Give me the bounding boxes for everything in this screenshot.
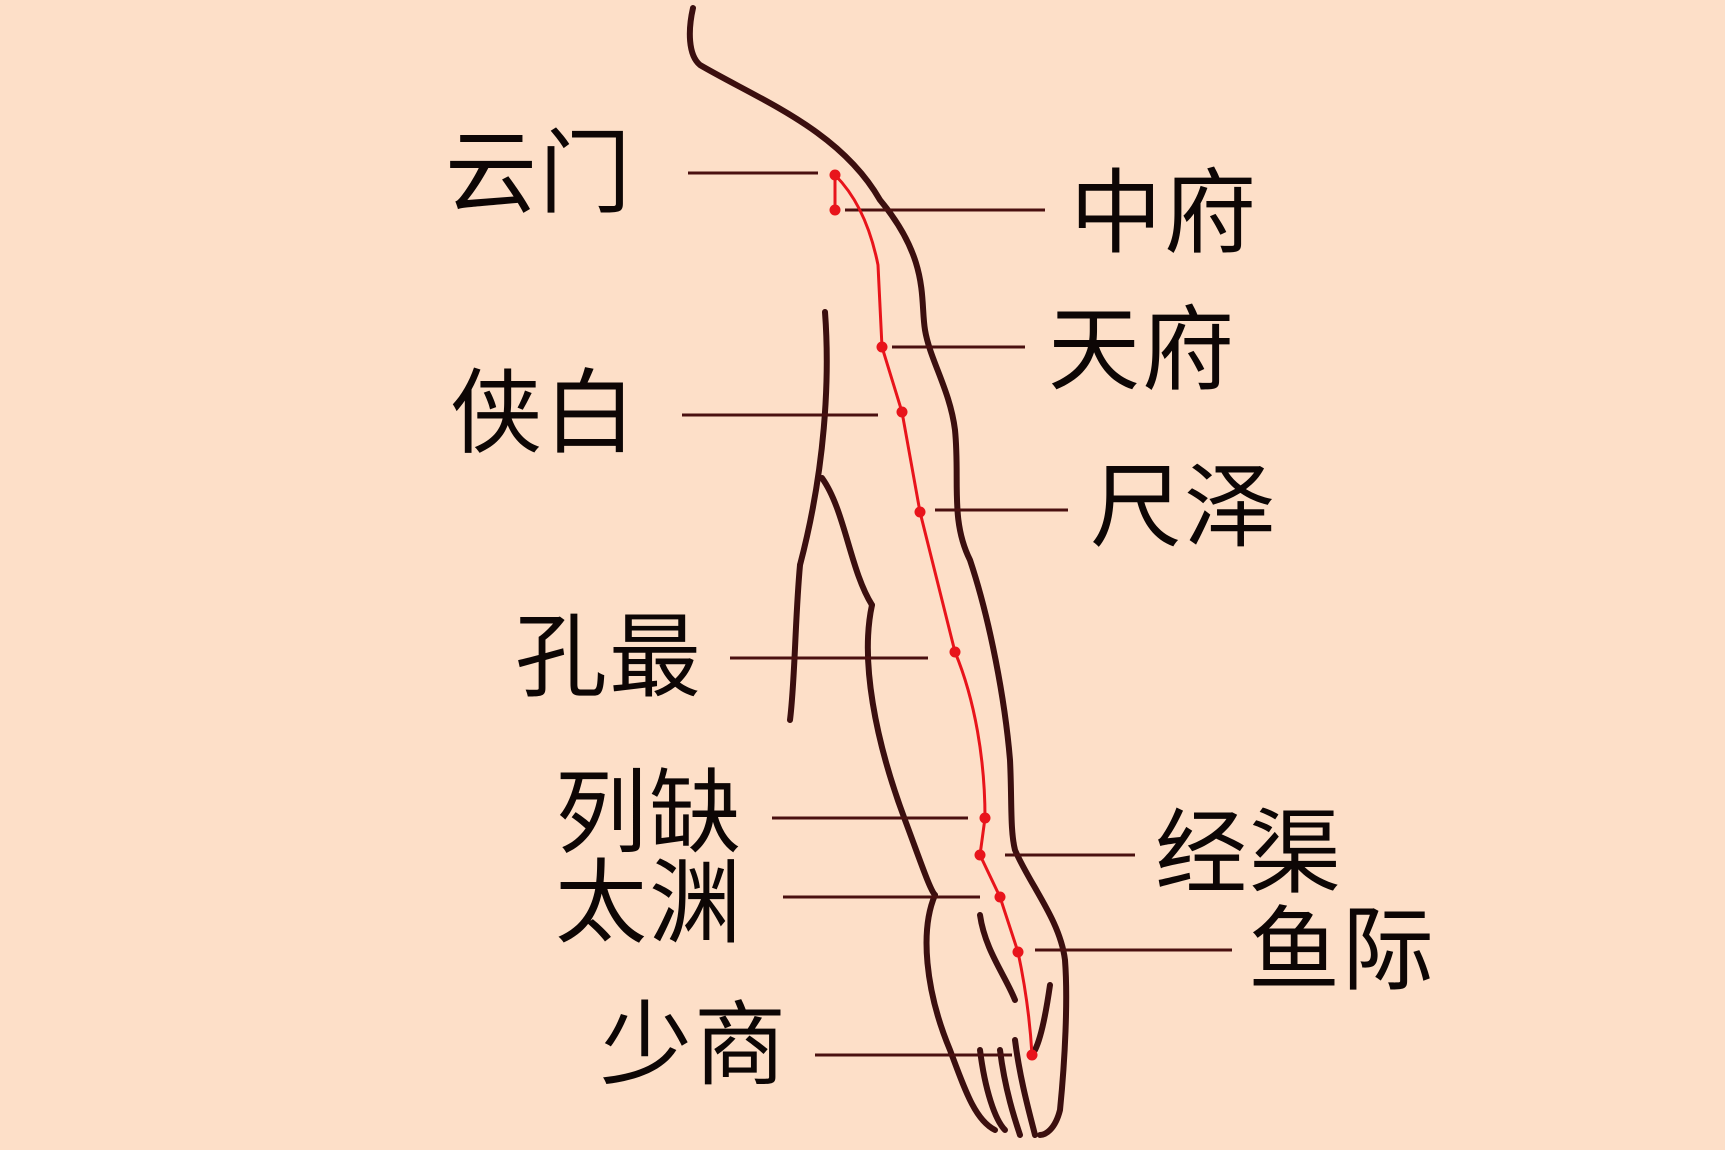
label-shaoshang: 少商 xyxy=(600,992,789,1099)
dot-yuji xyxy=(1012,946,1024,958)
forearm-inner xyxy=(864,602,938,898)
dot-yunmen xyxy=(829,169,841,181)
dot-tianfu xyxy=(876,341,888,353)
label-kongzui: 孔最 xyxy=(515,604,704,711)
label-chize: 尺泽 xyxy=(1090,454,1279,561)
shoulder-outer-contour xyxy=(686,5,1070,1138)
label-zhongfu: 中府 xyxy=(1070,160,1259,267)
dot-shaoshang xyxy=(1026,1049,1038,1061)
dot-taiyuan xyxy=(994,891,1006,903)
label-yuji: 鱼际 xyxy=(1248,897,1437,1004)
leader-lines xyxy=(682,171,1232,1057)
dot-zhongfu xyxy=(829,204,841,216)
finger-2 xyxy=(997,1047,1023,1138)
label-taiyuan: 太渊 xyxy=(555,850,744,957)
wrist-palm xyxy=(923,892,998,1133)
dot-xiabai xyxy=(896,406,908,418)
inner-arm-lower xyxy=(787,562,803,723)
label-tianfu: 天府 xyxy=(1048,297,1237,404)
dot-lieque xyxy=(979,812,991,824)
label-yunmen: 云门 xyxy=(445,120,634,227)
finger-1 xyxy=(977,1047,1008,1133)
label-xiabai: 侠白 xyxy=(450,360,639,467)
label-jingqu: 经渠 xyxy=(1155,800,1344,907)
label-lieque: 列缺 xyxy=(555,760,744,867)
arm-outline xyxy=(686,5,1070,1138)
dot-jingqu xyxy=(974,849,986,861)
thumb-base xyxy=(977,912,1018,1003)
lung-meridian-line xyxy=(833,173,1034,1056)
finger-3 xyxy=(1012,1037,1038,1138)
acupoint-dots xyxy=(829,169,1038,1061)
dot-chize xyxy=(914,506,926,518)
elbow-crease xyxy=(819,475,875,608)
thumb-tip xyxy=(1032,982,1053,1053)
dot-kongzui xyxy=(949,646,961,658)
inner-arm-upper xyxy=(797,309,830,568)
